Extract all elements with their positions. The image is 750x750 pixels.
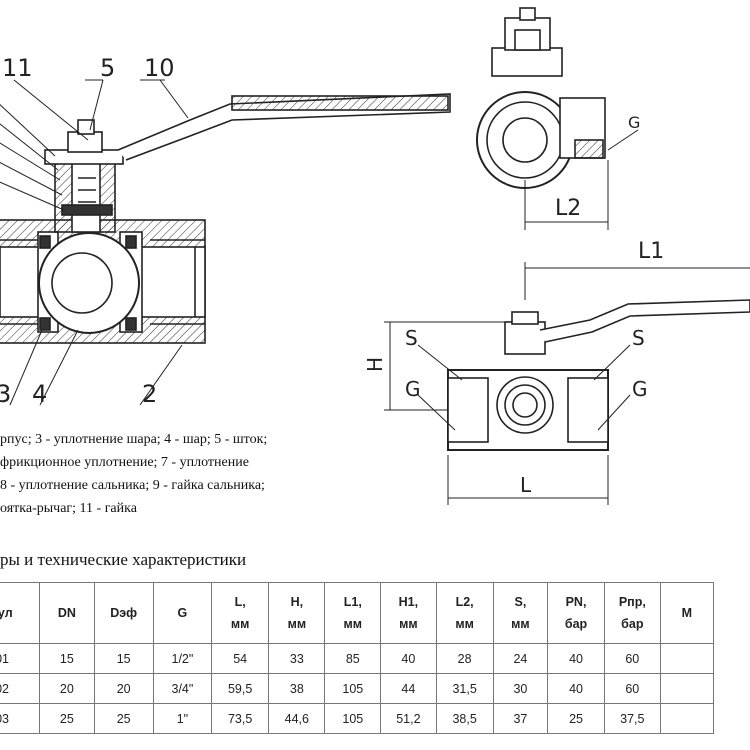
col-article: тул (0, 582, 41, 644)
cell: 30 (492, 673, 549, 704)
cell (659, 703, 715, 734)
table-header-row: тул DN Dэф G L,мм H,мм L1,мм H1,мм L2,мм… (0, 582, 715, 644)
cell: 1" (152, 703, 213, 734)
dim-l1: L1 (638, 239, 664, 264)
col-s: S,мм (492, 582, 549, 644)
col-g: G (152, 582, 213, 644)
col-l: L,мм (211, 582, 270, 644)
callout-5: 5 (100, 54, 115, 82)
section-view (0, 79, 451, 406)
specs-table: тул DN Dэф G L,мм H,мм L1,мм H1,мм L2,мм… (0, 582, 715, 734)
table-row: 02 20 20 3/4" 59,5 38 105 44 31,5 30 40 … (0, 673, 715, 704)
col-m: M (659, 582, 715, 644)
col-h: H,мм (268, 582, 326, 644)
cell: 37,5 (603, 703, 661, 734)
cell: 25 (93, 703, 154, 734)
dim-s-left: S (405, 326, 418, 350)
cell: 15 (93, 643, 154, 674)
cell: 105 (324, 703, 382, 734)
cell: 20 (39, 673, 95, 704)
cell: 1/2" (152, 643, 213, 674)
cell: 20 (93, 673, 154, 704)
cell: 54 (211, 643, 270, 674)
cell: 15 (39, 643, 95, 674)
dim-g-right: G (632, 377, 648, 401)
col-pn: PN,бар (547, 582, 605, 644)
cell: 85 (324, 643, 382, 674)
parts-legend: рпус; 3 - уплотнение шара; 4 - шар; 5 - … (0, 428, 345, 520)
cell: 01 (0, 643, 41, 674)
dim-l: L (520, 473, 532, 497)
dim-g-side: G (628, 113, 640, 132)
cell: 59,5 (211, 673, 270, 704)
dim-g-left: G (405, 377, 421, 401)
dim-s-right: S (632, 326, 645, 350)
legend-line-4: оятка-рычаг; 11 - гайка (0, 501, 137, 516)
dimension-labels: G L2 L1 H S G S G L (363, 113, 664, 497)
table-row: 01 15 15 1/2" 54 33 85 40 28 24 40 60 (0, 643, 715, 674)
cell: 38 (268, 673, 326, 704)
cell: 33 (268, 643, 326, 674)
cell (659, 673, 715, 704)
cell: 44 (380, 673, 437, 704)
callout-labels: 11 5 10 3 4 2 (0, 54, 175, 408)
col-ppr: Pпр,бар (603, 582, 661, 644)
cell: 3/4" (152, 673, 213, 704)
cell: 28 (435, 643, 494, 674)
cell: 60 (603, 673, 661, 704)
legend-line-2: фрикционное уплотнение; 7 - уплотнение (0, 455, 249, 470)
legend-line-1: рпус; 3 - уплотнение шара; 4 - шар; 5 - … (0, 432, 268, 447)
technical-drawing: 11 5 10 3 4 2 (0, 7, 750, 505)
callout-2: 2 (142, 380, 157, 408)
cell (659, 643, 715, 674)
callout-11: 11 (2, 54, 33, 82)
cell: 40 (380, 643, 437, 674)
cell: 73,5 (211, 703, 270, 734)
table-title: ры и технические характеристики (0, 550, 247, 569)
cell: 03 (0, 703, 41, 734)
cell: 25 (547, 703, 605, 734)
callout-4: 4 (32, 380, 47, 408)
col-deff: Dэф (93, 582, 154, 644)
col-dn: DN (39, 582, 95, 644)
cell: 02 (0, 673, 41, 704)
cell: 38,5 (435, 703, 494, 734)
col-l1: L1,мм (324, 582, 382, 644)
table-row: 03 25 25 1" 73,5 44,6 105 51,2 38,5 37 2… (0, 703, 715, 734)
col-l2: L2,мм (435, 582, 494, 644)
dim-l2: L2 (555, 196, 581, 221)
callout-3: 3 (0, 380, 11, 408)
cell: 60 (603, 643, 661, 674)
front-view (384, 262, 750, 505)
cell: 25 (39, 703, 95, 734)
legend-line-3: 8 - уплотнение сальника; 9 - гайка сальн… (0, 478, 265, 493)
cell: 44,6 (268, 703, 326, 734)
cell: 40 (547, 673, 605, 704)
cell: 105 (324, 673, 382, 704)
cell: 24 (492, 643, 549, 674)
cell: 51,2 (380, 703, 437, 734)
dim-h: H (363, 357, 387, 372)
cell: 40 (547, 643, 605, 674)
side-view (476, 7, 639, 230)
cell: 37 (492, 703, 549, 734)
callout-10: 10 (144, 54, 175, 82)
col-h1: H1,мм (380, 582, 437, 644)
cell: 31,5 (435, 673, 494, 704)
